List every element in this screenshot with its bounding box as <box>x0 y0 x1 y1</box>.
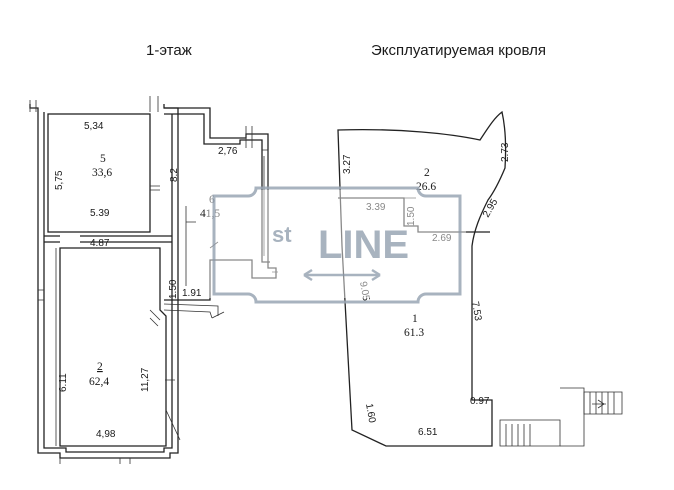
room-1-roof-number: 1 <box>412 313 418 325</box>
roof-title: Эксплуатируемая кровля <box>371 42 547 59</box>
floor1-title: 1-этаж <box>146 42 192 59</box>
dim-6-51: 6.51 <box>418 427 438 438</box>
floor1-plan <box>29 96 278 464</box>
room-6 <box>164 107 277 301</box>
room-5 <box>47 113 151 233</box>
dim-11-27: 11,27 <box>140 367 151 392</box>
dim-5-34: 5,34 <box>84 121 104 132</box>
watermark-logo: st LINE <box>208 186 466 304</box>
dim-1-50-roof: 1.50 <box>406 206 417 226</box>
dim-1-91: 1.91 <box>182 288 202 299</box>
dim-9-05: 9.05 <box>357 281 371 303</box>
room-2-roof-area: 26.6 <box>416 181 436 193</box>
room-2-floor1-area: 62,4 <box>89 376 109 388</box>
dim-4-87: 4.87 <box>90 238 110 249</box>
dim-2-76: 2,76 <box>218 146 238 157</box>
dim-3-39: 3.39 <box>366 202 386 213</box>
floor1-outer-wall-inner <box>43 112 173 453</box>
dim-1-50-floor1: 1.50 <box>168 279 179 299</box>
dim-5-75: 5,75 <box>54 170 65 190</box>
roof-plan <box>337 110 623 447</box>
dim-0-97: 0.97 <box>470 396 490 407</box>
roof-stairs <box>499 387 623 447</box>
room-5-area: 33,6 <box>92 167 112 179</box>
room-2-floor1 <box>59 247 167 447</box>
dim-4-98: 4,98 <box>96 429 116 440</box>
room-2-floor1-number: 2 <box>97 361 103 373</box>
dim-3-27: 3.27 <box>342 154 353 174</box>
dim-8-2: 8.2 <box>169 168 180 182</box>
room-6-number: 6 <box>209 194 215 206</box>
dim-2-69: 2.69 <box>432 233 452 244</box>
room-5-number: 5 <box>100 153 106 165</box>
room-1-roof-area: 61.3 <box>404 327 424 339</box>
dim-5-39: 5.39 <box>90 208 110 219</box>
watermark-word: LINE <box>318 223 409 267</box>
dim-2-95: 2.95 <box>481 197 500 220</box>
watermark-prefix: st <box>272 222 292 247</box>
dim-6-11: 6.11 <box>58 373 69 392</box>
room-2-roof-number: 2 <box>424 167 430 179</box>
dim-2-73: 2.73 <box>500 142 511 162</box>
dim-7-53: 7.53 <box>469 301 483 323</box>
roof-outline <box>337 110 507 447</box>
dim-1-60: 1.60 <box>363 403 377 425</box>
